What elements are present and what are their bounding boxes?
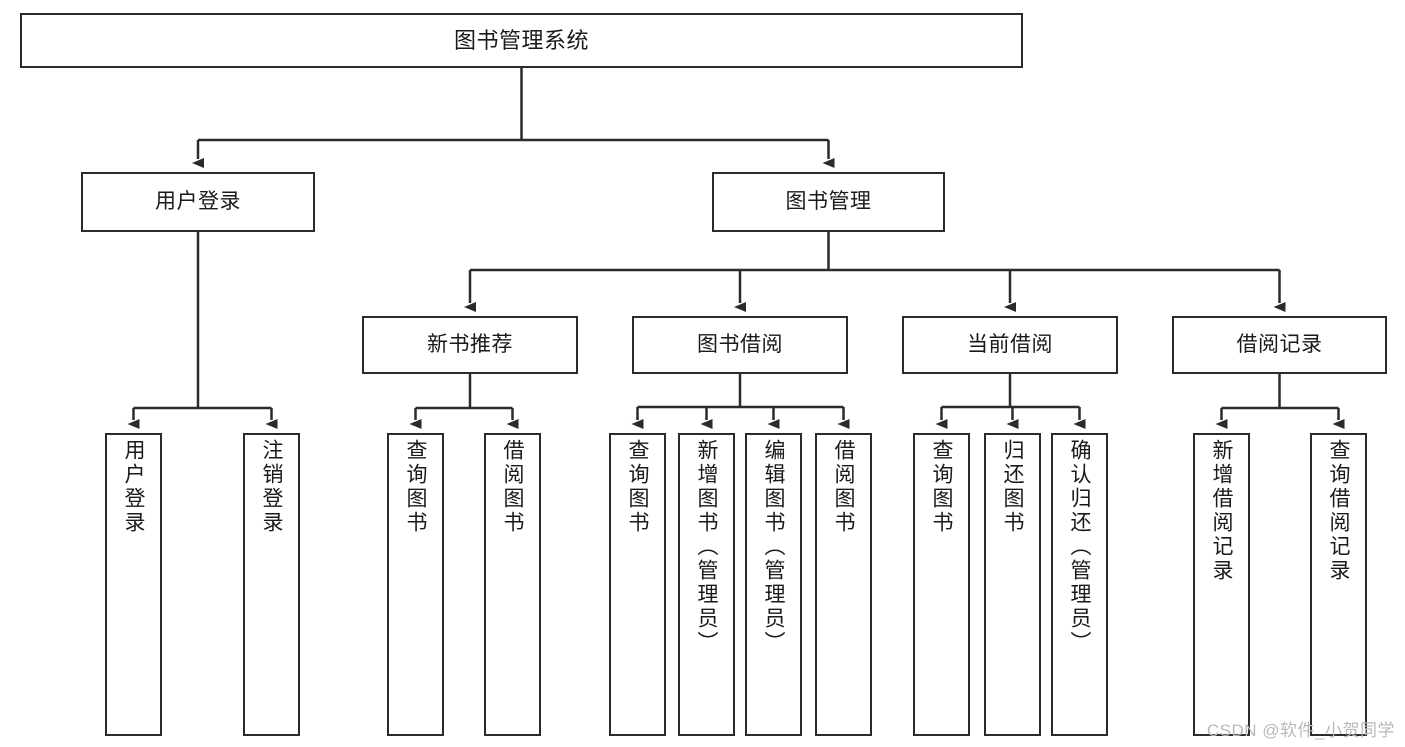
node-label: 用户登录 xyxy=(122,439,145,535)
node-leaf-borrow-book-2[interactable]: 借阅图书 xyxy=(815,433,872,736)
node-label: 新增借阅记录 xyxy=(1210,439,1233,583)
node-leaf-query-record[interactable]: 查询借阅记录 xyxy=(1310,433,1367,736)
node-leaf-add-book[interactable]: 新增图书（管理员） xyxy=(678,433,735,736)
node-current-borrow[interactable]: 当前借阅 xyxy=(902,316,1118,374)
node-label: 查询图书 xyxy=(404,439,427,535)
node-label: 确认归还（管理员） xyxy=(1068,439,1091,655)
node-label: 当前借阅 xyxy=(967,332,1053,356)
node-leaf-borrow-book-1[interactable]: 借阅图书 xyxy=(484,433,541,736)
node-leaf-return-book[interactable]: 归还图书 xyxy=(984,433,1041,736)
node-label: 借阅图书 xyxy=(501,439,524,535)
node-label: 图书管理 xyxy=(785,189,872,213)
node-label: 用户登录 xyxy=(155,189,241,213)
node-borrow-record[interactable]: 借阅记录 xyxy=(1172,316,1387,374)
node-label: 编辑图书（管理员） xyxy=(762,439,785,655)
node-book-manage[interactable]: 图书管理 xyxy=(712,172,945,232)
node-label: 查询图书 xyxy=(930,439,953,535)
node-label: 归还图书 xyxy=(1001,439,1024,535)
node-new-book-rec[interactable]: 新书推荐 xyxy=(362,316,578,374)
node-leaf-query-book-2[interactable]: 查询图书 xyxy=(609,433,666,736)
node-leaf-user-login[interactable]: 用户登录 xyxy=(105,433,162,736)
node-label: 借阅图书 xyxy=(832,439,855,535)
node-book-borrow[interactable]: 图书借阅 xyxy=(632,316,848,374)
node-leaf-add-record[interactable]: 新增借阅记录 xyxy=(1193,433,1250,736)
node-label: 注销登录 xyxy=(260,439,283,535)
node-leaf-logout[interactable]: 注销登录 xyxy=(243,433,300,736)
node-leaf-confirm-return[interactable]: 确认归还（管理员） xyxy=(1051,433,1108,736)
watermark-text: CSDN @软件_小贺同学 xyxy=(1206,721,1395,740)
node-label: 图书借阅 xyxy=(697,332,783,356)
node-label: 查询图书 xyxy=(626,439,649,535)
node-leaf-edit-book[interactable]: 编辑图书（管理员） xyxy=(745,433,802,736)
node-label: 新增图书（管理员） xyxy=(695,439,718,655)
node-label: 新书推荐 xyxy=(427,332,513,356)
node-label: 查询借阅记录 xyxy=(1327,439,1350,583)
node-label: 借阅记录 xyxy=(1236,332,1323,356)
node-leaf-query-book-1[interactable]: 查询图书 xyxy=(387,433,444,736)
node-user-login[interactable]: 用户登录 xyxy=(81,172,315,232)
node-label: 图书管理系统 xyxy=(453,27,589,53)
node-root[interactable]: 图书管理系统 xyxy=(20,13,1023,68)
node-leaf-query-book-3[interactable]: 查询图书 xyxy=(913,433,970,736)
